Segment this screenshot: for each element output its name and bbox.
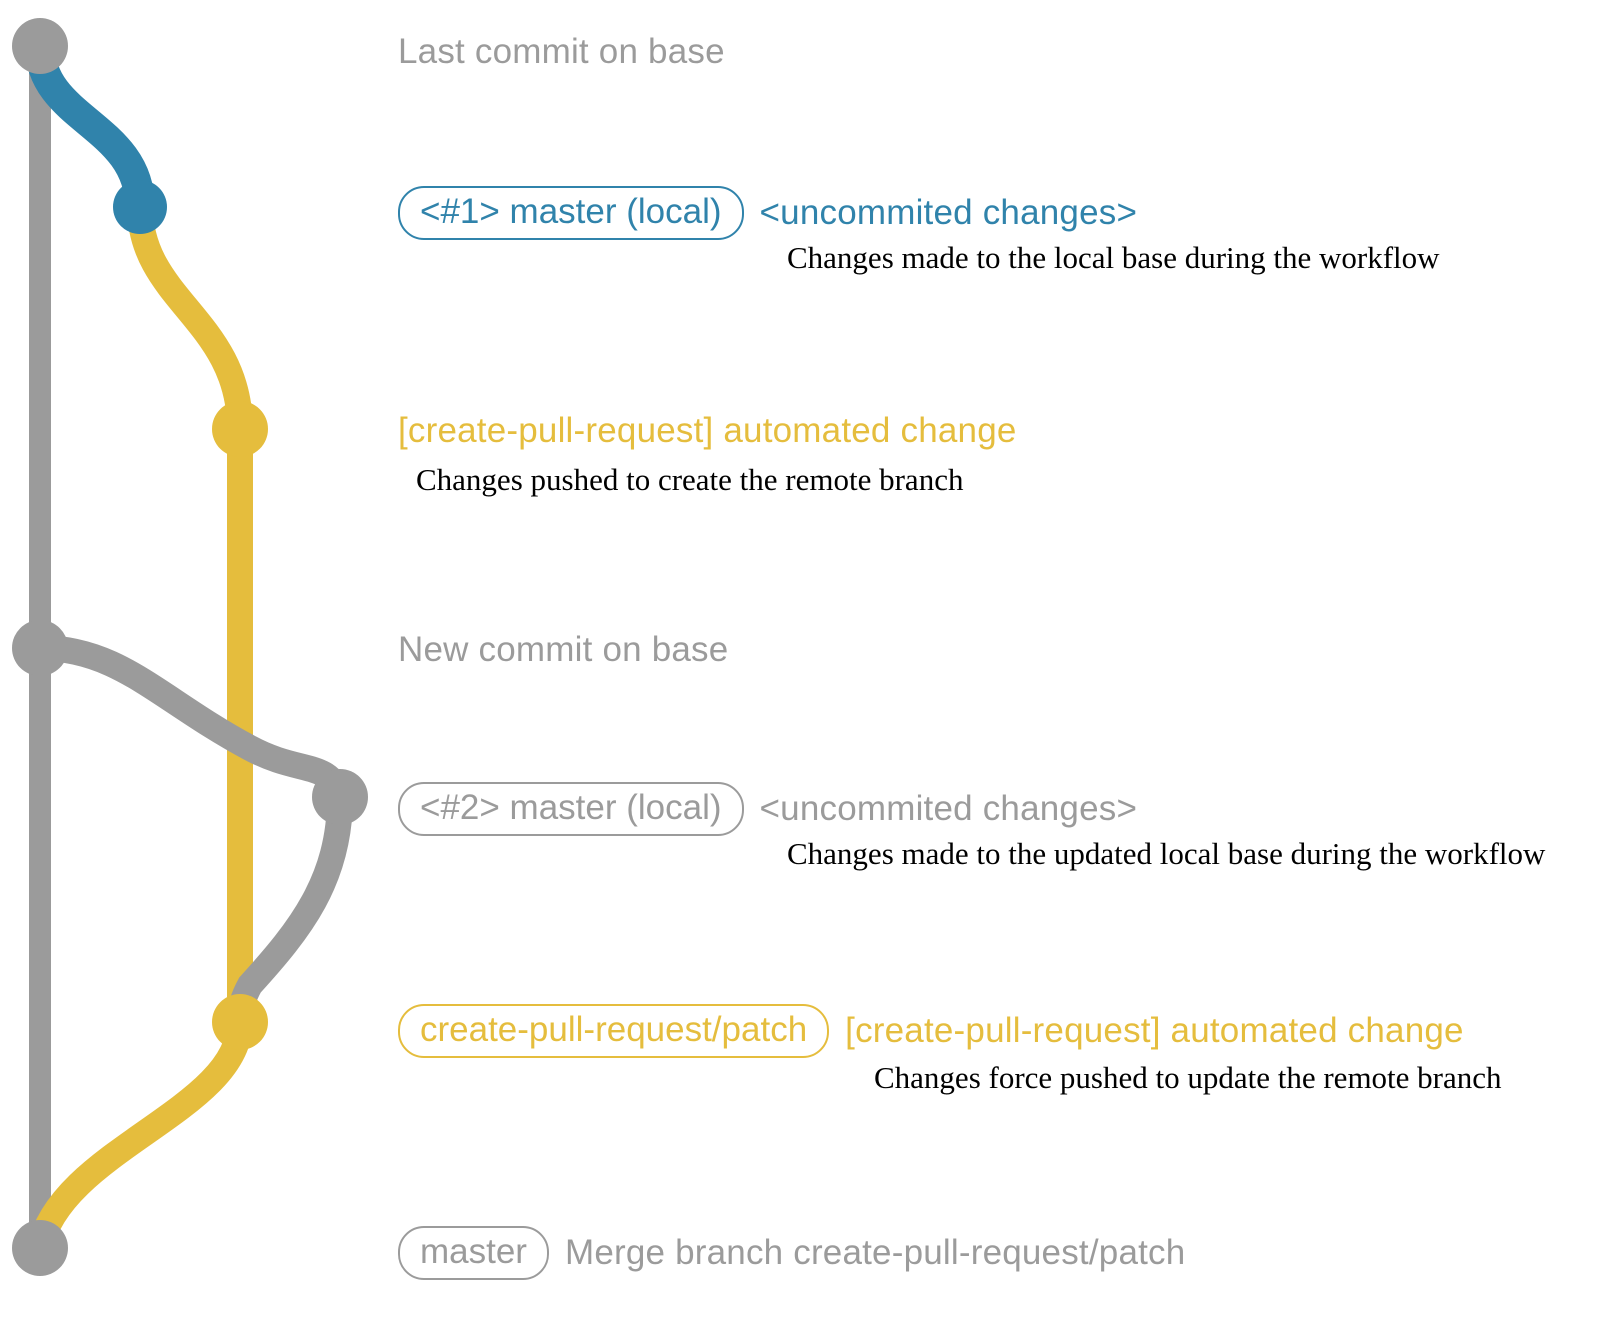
row-master-local-2: <#2> master (local) <uncommited changes> [398,782,1137,836]
branch-chip-label: master [420,1232,527,1271]
commit-message-automated-change-1: [create-pull-request] automated change [398,411,1017,450]
commit-message-master-local-2: <uncommited changes> [759,789,1138,828]
branch-chip-master-local-1[interactable]: <#1> master (local) [398,186,744,240]
branch-chip-master-local-2[interactable]: <#2> master (local) [398,782,744,836]
row-master-local-1: <#1> master (local) <uncommited changes> [398,186,1137,240]
row-automated-change-1: [create-pull-request] automated change [398,411,1017,451]
description-automated-change-1: Changes pushed to create the remote bran… [416,462,964,497]
commit-message-last-commit-on-base: Last commit on base [398,32,725,71]
description-master-local-2: Changes made to the updated local base d… [787,836,1546,871]
description-automated-change-2: Changes force pushed to update the remot… [874,1060,1502,1095]
branch-chip-create-pull-request-patch[interactable]: create-pull-request/patch [398,1004,830,1058]
description-master-local-1: Changes made to the local base during th… [787,240,1440,275]
row-last-commit-on-base: Last commit on base [398,32,725,72]
commit-message-merge-branch: Merge branch create-pull-request/patch [564,1233,1186,1272]
row-new-commit-on-base: New commit on base [398,630,728,670]
branch-chip-label: <#1> master (local) [420,192,722,231]
branch-chip-label: <#2> master (local) [420,788,722,827]
branch-chip-label: create-pull-request/patch [420,1010,808,1049]
branch-chip-master[interactable]: master [398,1226,549,1280]
commit-message-master-local-1: <uncommited changes> [759,193,1138,232]
commit-message-automated-change-2: [create-pull-request] automated change [845,1011,1464,1050]
row-merge-branch: master Merge branch create-pull-request/… [398,1226,1185,1280]
commit-message-new-commit-on-base: New commit on base [398,630,729,669]
row-automated-change-2: create-pull-request/patch [create-pull-r… [398,1004,1464,1058]
